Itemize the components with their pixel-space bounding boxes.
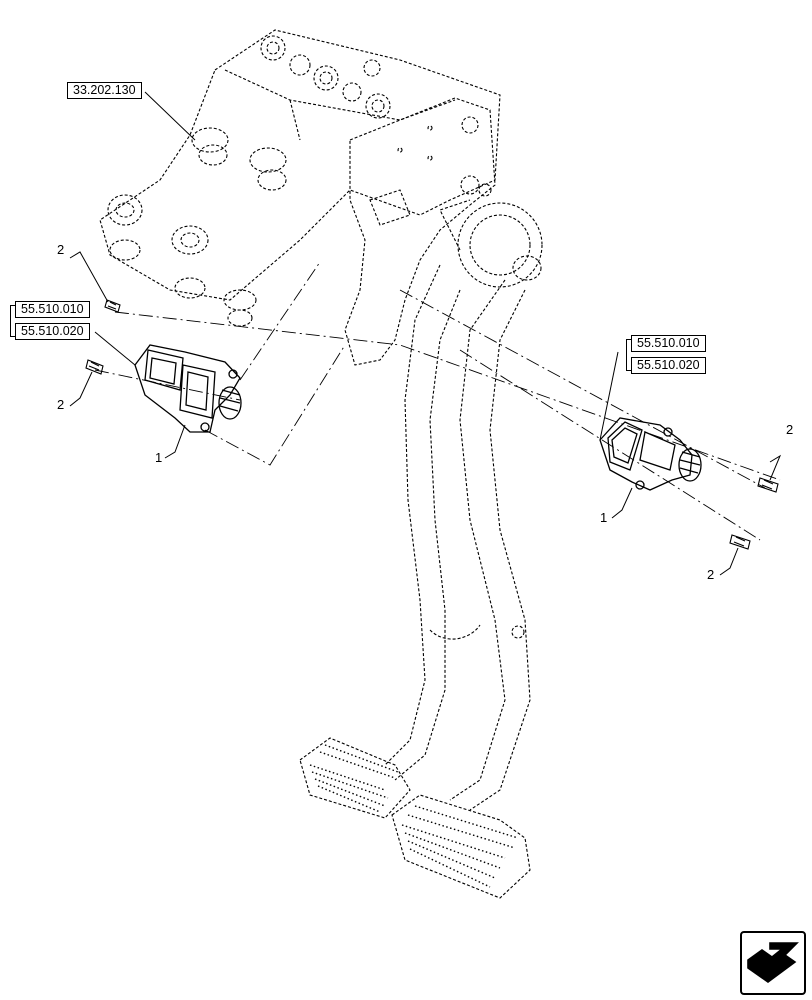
ref-box-top[interactable]: 33.202.130 [67,82,142,99]
ref-box-right-2[interactable]: 55.510.020 [631,357,706,374]
ref-box-left-1[interactable]: 55.510.010 [15,301,90,318]
ref-bracket-left [10,305,15,337]
callout-screw-lower-left: 2 [57,397,65,412]
alignment-lines [94,261,781,541]
ref-box-left-2[interactable]: 55.510.020 [15,323,90,340]
screw-left-upper [104,299,121,313]
ref-box-right-1[interactable]: 55.510.010 [631,335,706,352]
pedal-tread [309,744,519,888]
brake-pedals [299,199,543,899]
brake-valve-assembly [99,29,501,366]
callout-sensor-left: 1 [155,450,163,465]
ref-bracket-right [626,339,631,371]
sensor-left [134,344,242,433]
screw-right-upper [757,477,779,493]
callout-leaders [69,91,782,576]
screw-left-lower [85,359,104,375]
callout-screw-lower-right: 2 [707,567,715,582]
callout-screw-upper-right: 2 [786,422,794,437]
callout-sensor-right: 1 [600,510,608,525]
arrow-navigation-icon[interactable] [747,942,799,983]
sensor-right [599,417,702,491]
callout-screw-upper-left: 2 [57,242,65,257]
screw-right-lower [729,534,751,550]
